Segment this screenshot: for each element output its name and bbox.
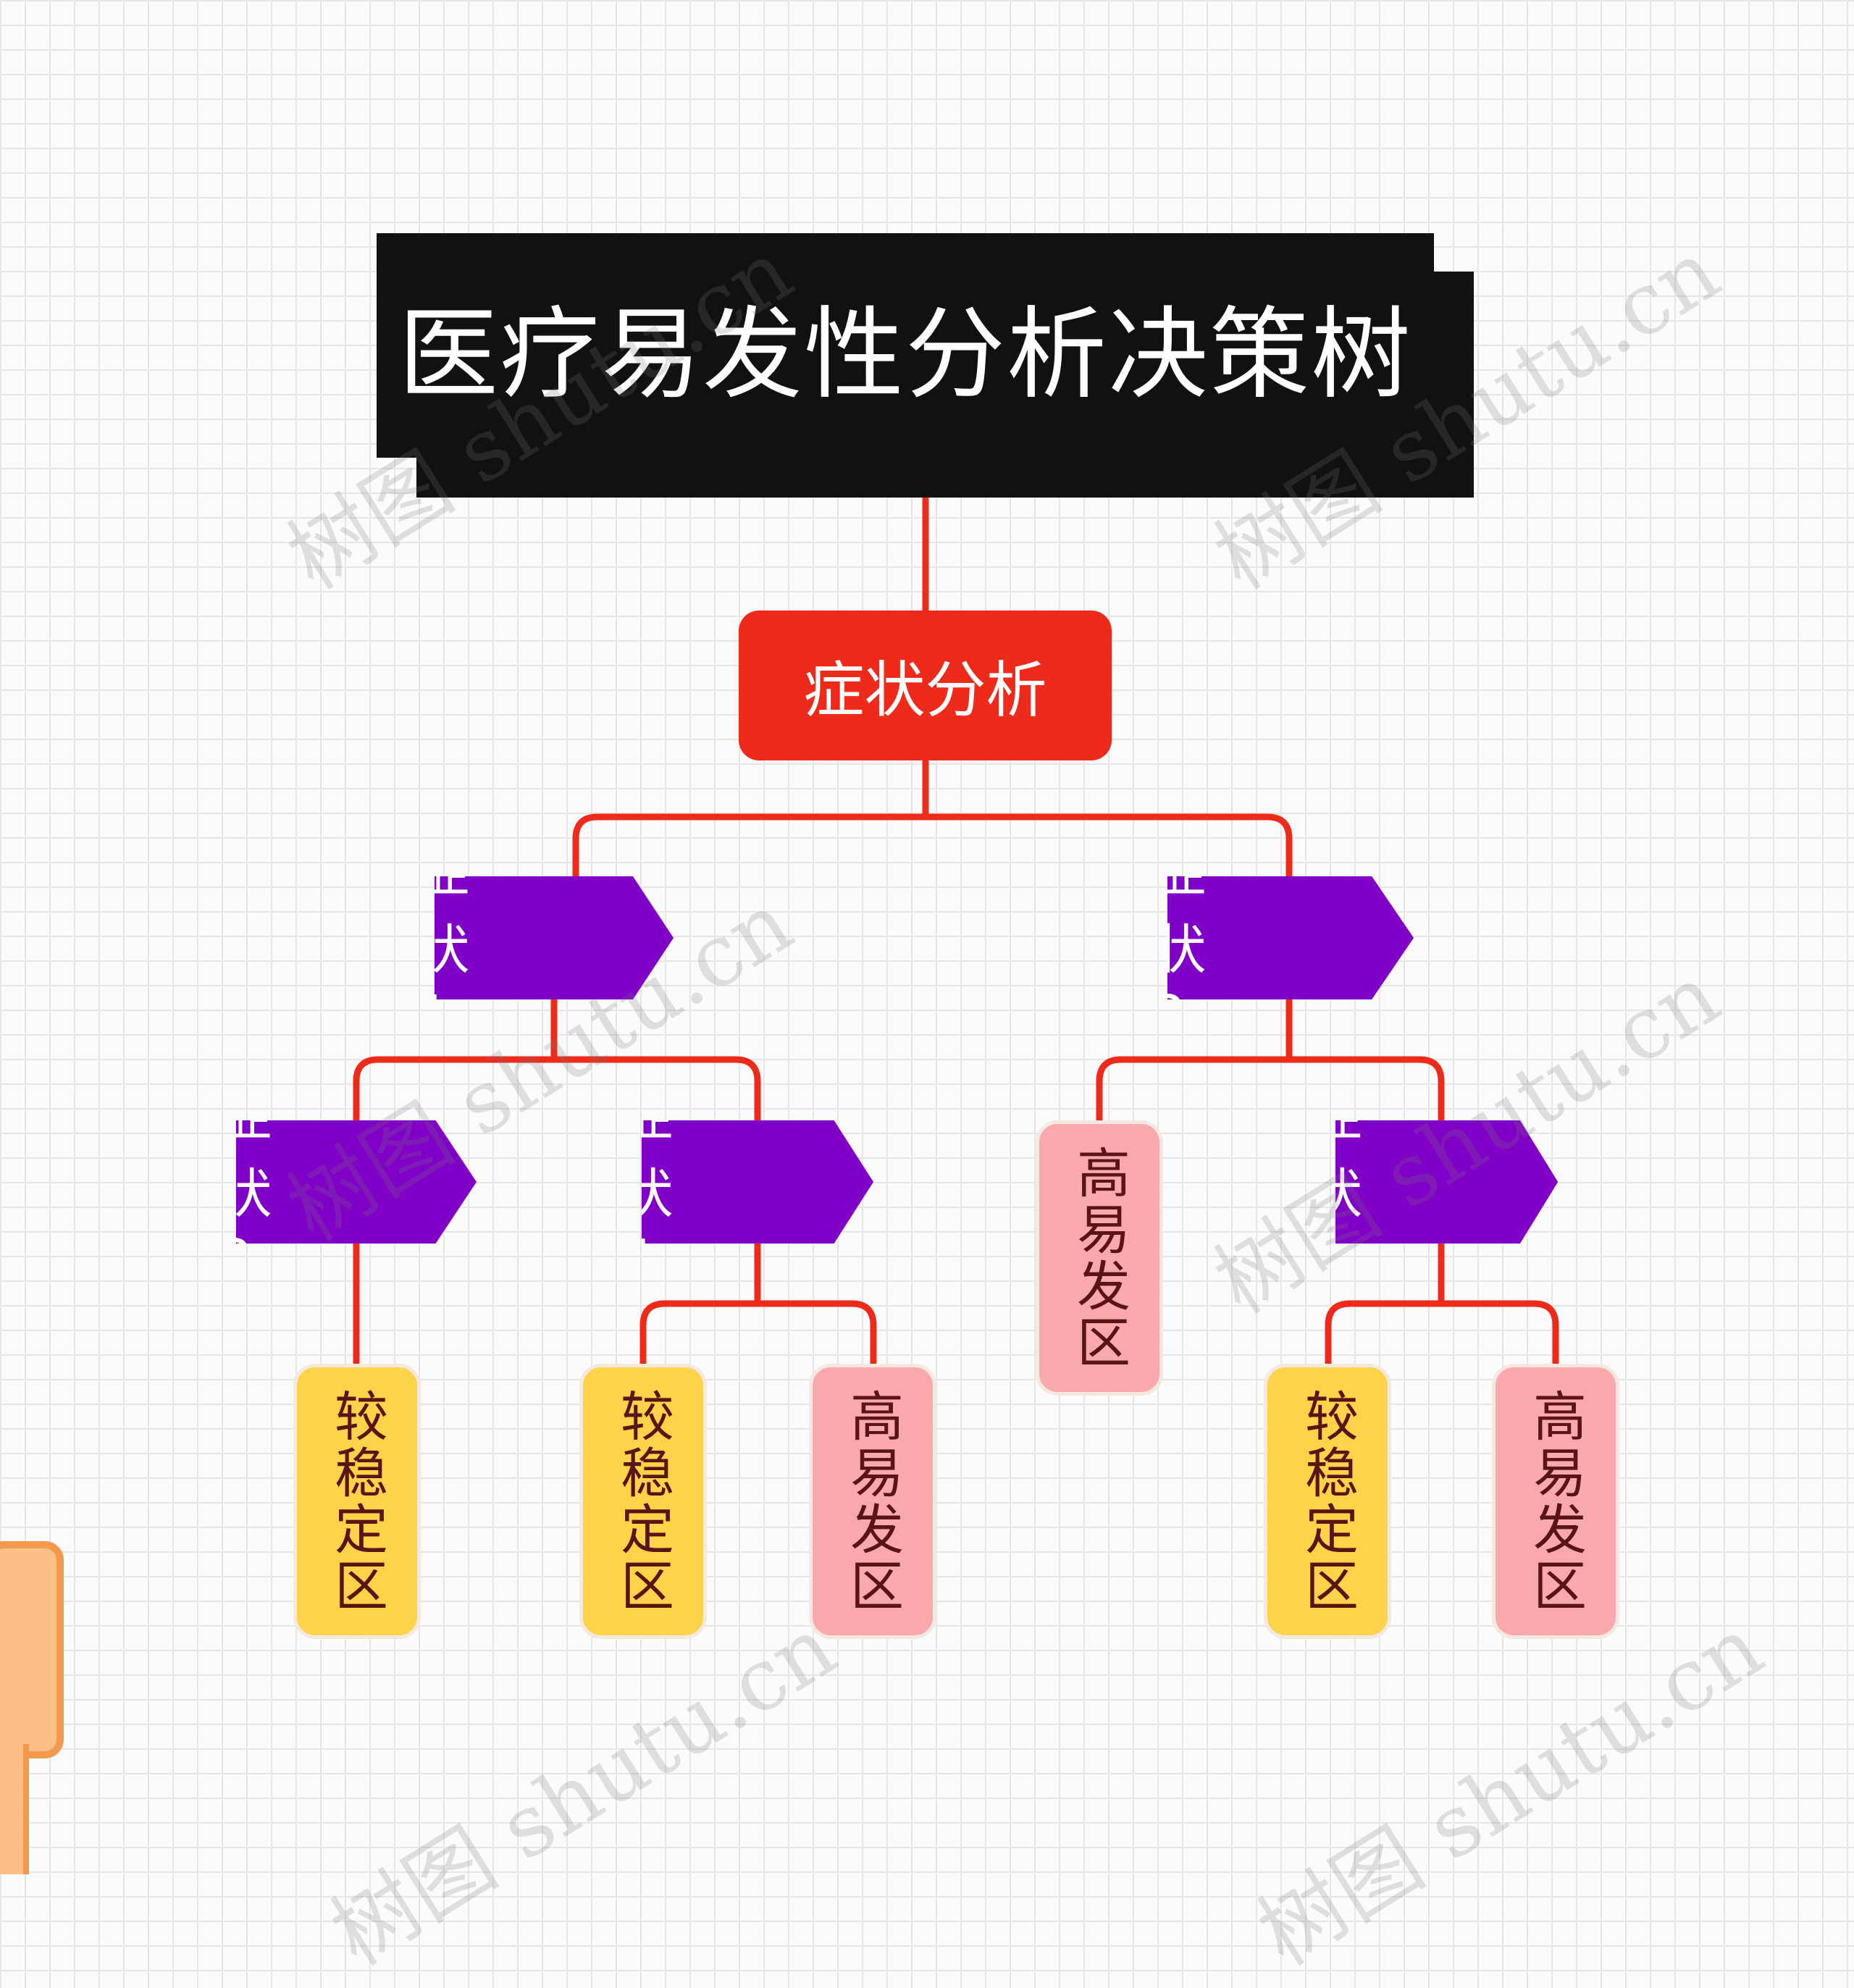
root-node[interactable]: 症状分析 bbox=[739, 611, 1112, 760]
connector-root-symptoms bbox=[576, 760, 1289, 876]
decorative-shape bbox=[0, 1541, 64, 1758]
connector-s4-children bbox=[643, 1243, 873, 1364]
decorative-shape-stem bbox=[0, 1744, 29, 1874]
mindmap-canvas: 医疗易发性分析决策树 症状分析 症状1 症状2 症状3 症状4 症状5 较稳定区… bbox=[0, 0, 1854, 1874]
symptom-node-4[interactable]: 症状4 bbox=[642, 1120, 873, 1243]
symptom-node-2[interactable]: 症状2 bbox=[1167, 876, 1414, 999]
leaf-stable-zone-3[interactable]: 较稳定区 bbox=[1264, 1364, 1391, 1639]
leaf-stable-zone-2[interactable]: 较稳定区 bbox=[579, 1364, 707, 1639]
leaf-prone-zone-1[interactable]: 高易发区 bbox=[809, 1364, 936, 1639]
leaf-stable-zone-1[interactable]: 较稳定区 bbox=[293, 1364, 421, 1639]
leaf-prone-zone-2[interactable]: 高易发区 bbox=[1036, 1120, 1163, 1396]
connector-s2-children bbox=[1099, 999, 1441, 1120]
leaf-prone-zone-3[interactable]: 高易发区 bbox=[1492, 1364, 1619, 1639]
